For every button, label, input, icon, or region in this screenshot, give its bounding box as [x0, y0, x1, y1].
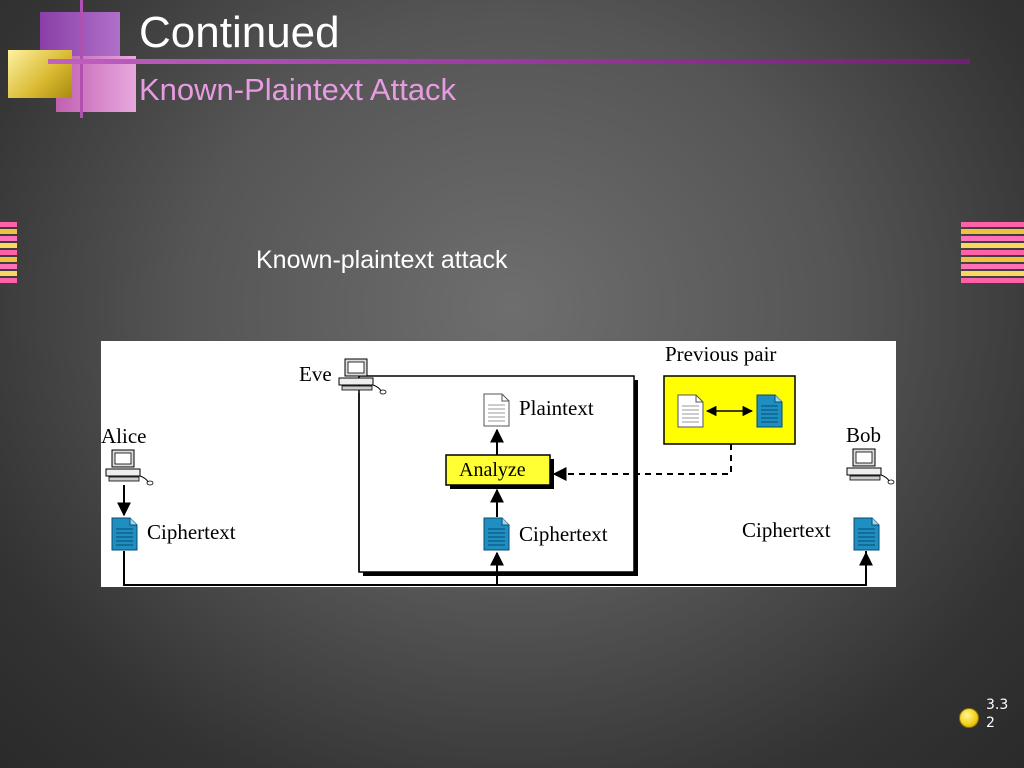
eve-label: Eve: [299, 362, 332, 386]
eve-ciphertext-label: Ciphertext: [519, 522, 608, 546]
eve-plaintext-label: Plaintext: [519, 396, 594, 420]
decor-square-yellow: [8, 50, 72, 98]
bob-ciphertext-label: Ciphertext: [742, 518, 831, 542]
bob-ciphertext-icon: [853, 517, 880, 551]
bob-label: Bob: [846, 423, 881, 447]
known-plaintext-diagram: Alice Ciphertext Eve Plaintext Analyze C…: [101, 341, 896, 587]
alice-ciphertext-label: Ciphertext: [147, 520, 236, 544]
alice-label: Alice: [101, 424, 146, 448]
previous-ciphertext-icon: [756, 394, 783, 428]
previous-pair-label: Previous pair: [665, 342, 776, 366]
eve-plaintext-icon: [483, 393, 510, 427]
title-underline: [48, 59, 970, 64]
right-stripes: [961, 222, 1024, 285]
alice-ciphertext-icon: [111, 517, 138, 551]
analyze-label: Analyze: [459, 459, 526, 481]
analyze-box[interactable]: [445, 454, 551, 486]
pair-to-analyze-dashed-arrow: [552, 444, 732, 481]
eve-ciphertext-icon: [483, 517, 510, 551]
bob-computer-icon: [846, 448, 895, 485]
slide-number: 3.32: [986, 697, 1009, 731]
figure-caption: Known-plaintext attack: [256, 246, 508, 274]
alice-computer-icon: [105, 449, 154, 486]
slide-bullet-icon: [959, 708, 979, 728]
slide-title: Continued: [139, 8, 340, 57]
left-stripes: [0, 222, 17, 285]
previous-plaintext-icon: [677, 394, 704, 428]
slide-subtitle: Known-Plaintext Attack: [139, 72, 457, 107]
